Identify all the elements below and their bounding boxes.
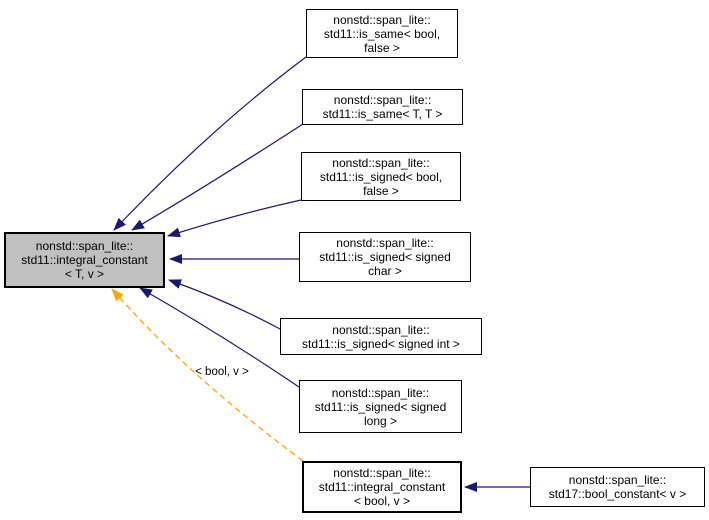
node-label-line: nonstd::span_lite:: (332, 322, 430, 337)
node-label-line: nonstd::span_lite:: (568, 473, 667, 487)
node-is-signed-signed-int[interactable]: nonstd::span_lite:: std11::is_signed< si… (280, 318, 482, 355)
node-label-line: std11::is_same< bool, (323, 26, 441, 41)
node-label-line: nonstd::span_lite:: (35, 239, 134, 253)
node-label-line: nonstd::span_lite:: (332, 155, 430, 170)
edge-is-same-t-t (131, 123, 304, 231)
node-label-line: std11::integral_constant (21, 253, 148, 267)
node-integral-constant-bool-v[interactable]: nonstd::span_lite:: std11::integral_cons… (302, 461, 462, 513)
node-label-line: std11::is_signed< signed (319, 250, 451, 264)
edge-is-same-bool-false (113, 56, 307, 231)
node-label-line: nonstd::span_lite:: (336, 236, 434, 250)
node-label-line: nonstd::span_lite:: (333, 466, 431, 480)
node-label-line: std11::is_signed< signed int > (302, 336, 460, 351)
node-label-line: nonstd::span_lite:: (333, 12, 431, 27)
node-label-line: nonstd::span_lite:: (333, 93, 432, 107)
edge-is-signed-signed-long (139, 287, 300, 388)
template-args-edge-label: < bool, v > (195, 366, 249, 378)
node-label-line: < T, v > (64, 267, 105, 281)
node-label-line: std11::is_signed< bool, (319, 169, 443, 184)
node-bool-constant-v[interactable]: nonstd::span_lite:: std17::bool_constant… (530, 467, 705, 507)
node-label-line: char > (368, 264, 402, 278)
node-label-line: long > (363, 413, 398, 428)
node-label-line: false > (364, 40, 400, 55)
edge-is-signed-signed-int (168, 279, 281, 330)
node-is-signed-bool-false[interactable]: nonstd::span_lite:: std11::is_signed< bo… (301, 152, 461, 201)
node-is-same-t-t[interactable]: nonstd::span_lite:: std11::is_same< T, T… (302, 89, 463, 125)
node-is-same-bool-false[interactable]: nonstd::span_lite:: std11::is_same< bool… (306, 9, 458, 58)
node-label-line: std11::integral_constant (318, 480, 446, 494)
node-label-line: std11::is_signed< signed (314, 399, 447, 414)
node-is-signed-signed-long[interactable]: nonstd::span_lite:: std11::is_signed< si… (299, 380, 462, 433)
node-label-line: < bool, v > (353, 494, 411, 508)
edge-is-signed-bool-false (167, 199, 302, 238)
node-label-line: nonstd::span_lite:: (331, 385, 430, 400)
node-label-line: std11::is_same< T, T > (322, 107, 443, 121)
node-integral-constant-t-v: nonstd::span_lite:: std11::integral_cons… (4, 232, 165, 288)
node-label-line: false > (363, 183, 399, 198)
node-is-signed-signed-char[interactable]: nonstd::span_lite:: std11::is_signed< si… (299, 232, 471, 282)
node-label-line: std17::bool_constant< v > (548, 487, 687, 501)
